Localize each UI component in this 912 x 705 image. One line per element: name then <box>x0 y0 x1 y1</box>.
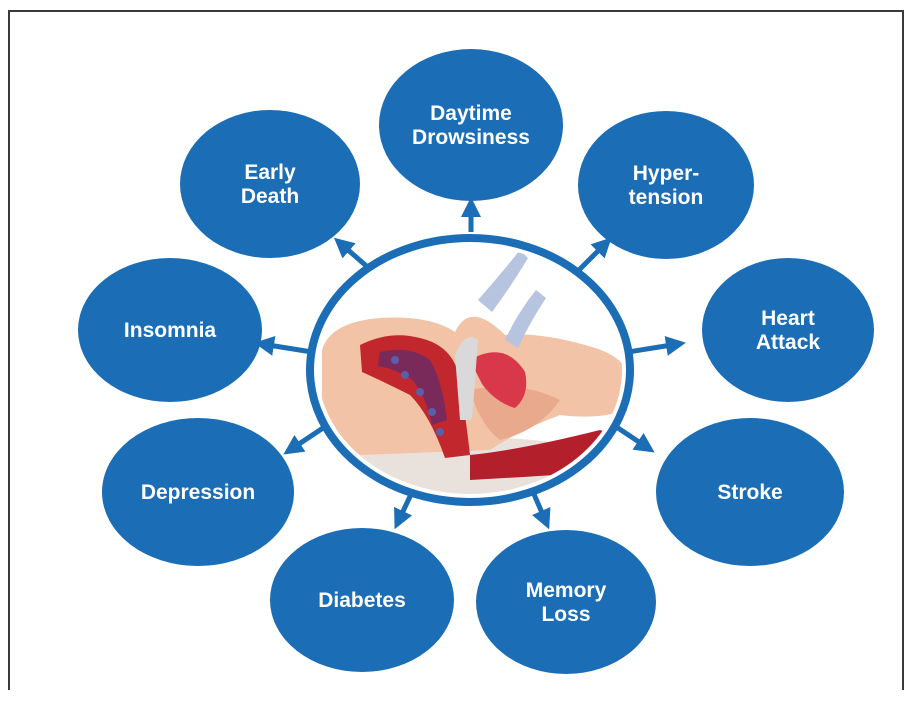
center-illustration <box>310 238 630 502</box>
node-label-stroke: Stroke <box>717 481 782 504</box>
arrow-to-depression <box>290 428 323 450</box>
node-label-early-death: Death <box>241 185 299 208</box>
node-insomnia: Insomnia <box>78 258 262 402</box>
node-hypertension: Hyper-tension <box>578 111 754 259</box>
arrow-to-insomnia <box>262 344 312 352</box>
node-label-depression: Depression <box>141 481 255 504</box>
node-circle-daytime-drowsiness <box>379 49 563 201</box>
node-depression: Depression <box>102 418 294 566</box>
node-label-daytime-drowsiness: Drowsiness <box>412 126 530 149</box>
node-circle-hypertension <box>578 111 754 259</box>
node-label-diabetes: Diabetes <box>318 589 406 612</box>
node-label-hypertension: Hyper- <box>633 162 700 185</box>
node-label-daytime-drowsiness: Daytime <box>430 102 512 125</box>
node-stroke: Stroke <box>656 418 844 566</box>
node-diabetes: Diabetes <box>270 528 454 672</box>
arrow-to-stroke <box>618 428 648 448</box>
node-label-hypertension: tension <box>629 186 704 209</box>
arrow-to-hypertension <box>577 243 606 272</box>
node-label-memory-loss: Loss <box>541 603 590 626</box>
node-label-heart-attack: Heart <box>761 307 815 330</box>
node-circle-early-death <box>180 110 360 258</box>
arrow-to-heart-attack <box>628 344 678 352</box>
node-circle-heart-attack <box>702 258 874 402</box>
node-label-early-death: Early <box>244 161 296 184</box>
node-circle-memory-loss <box>476 530 656 674</box>
node-label-insomnia: Insomnia <box>124 319 217 342</box>
node-label-heart-attack: Attack <box>756 331 821 354</box>
node-label-memory-loss: Memory <box>526 579 607 602</box>
